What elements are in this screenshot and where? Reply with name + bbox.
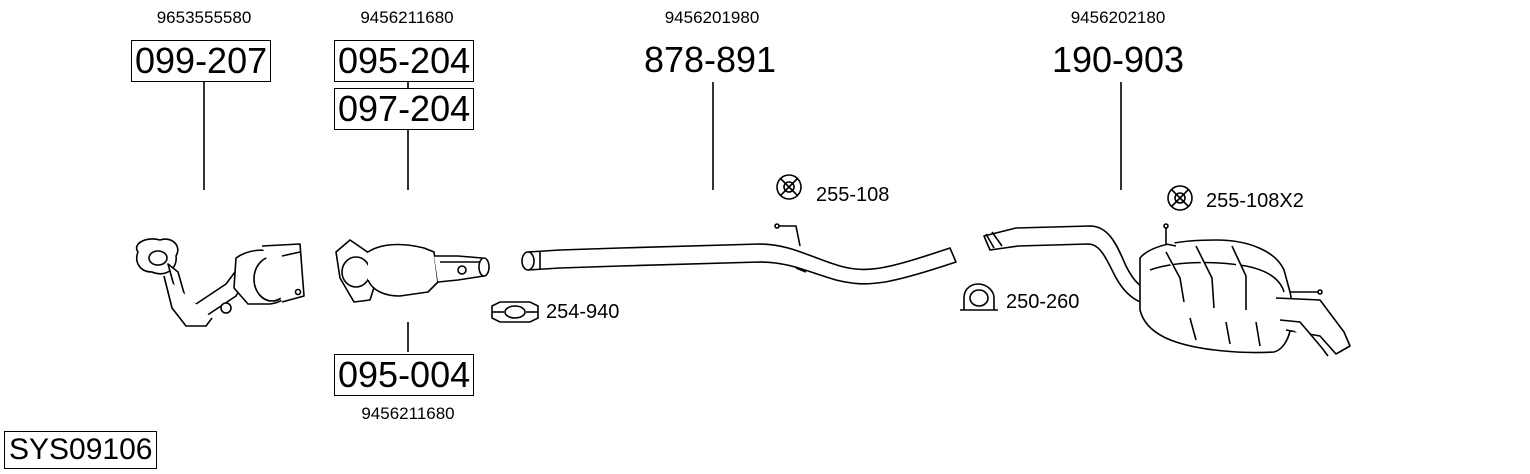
part-code-190-903[interactable]: 190-903 bbox=[1051, 39, 1185, 80]
part-code-box-095-204[interactable]: 095-204 bbox=[334, 40, 475, 82]
system-code-box: SYS09106 bbox=[4, 431, 158, 469]
oem-number-5: 9456202180 bbox=[1070, 8, 1166, 27]
accessory-code-255-108[interactable]: 255-108 bbox=[816, 184, 890, 206]
oem-number-4: 9456201980 bbox=[664, 8, 760, 27]
rubber-hanger-icon bbox=[1167, 185, 1193, 211]
part-code-box-097-204[interactable]: 097-204 bbox=[334, 88, 475, 130]
oem-number-3: 9456211680 bbox=[361, 404, 455, 423]
part-code-box-099-207[interactable]: 099-207 bbox=[131, 40, 272, 82]
oem-number-2: 9456211680 bbox=[360, 8, 454, 27]
accessory-code-255-108x2[interactable]: 255-108X2 bbox=[1206, 190, 1304, 212]
rubber-hanger-icon bbox=[776, 174, 802, 200]
rear-silencer-part bbox=[983, 223, 1351, 357]
accessory-code-250-260[interactable]: 250-260 bbox=[1006, 291, 1080, 313]
u-clamp-icon bbox=[960, 283, 998, 311]
catalytic-converter-part bbox=[335, 239, 490, 303]
front-pipe-part bbox=[135, 238, 305, 327]
part-code-878-891[interactable]: 878-891 bbox=[643, 39, 777, 80]
flange-clamp-icon bbox=[491, 301, 539, 323]
accessory-code-254-940[interactable]: 254-940 bbox=[546, 301, 620, 323]
intermediate-pipe-part bbox=[521, 223, 957, 285]
oem-number-1: 9653555580 bbox=[156, 8, 252, 27]
part-code-box-095-004[interactable]: 095-004 bbox=[334, 354, 475, 396]
